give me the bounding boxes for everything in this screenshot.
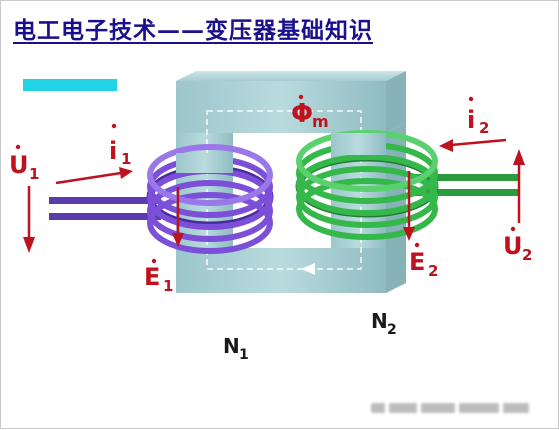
svg-text:1: 1 [121, 150, 131, 168]
svg-text:1: 1 [239, 347, 249, 363]
u2-arrow [513, 149, 525, 223]
flux-arrow-icon [301, 263, 315, 275]
core-top-yoke-side [386, 71, 406, 133]
label-e1: E 1 [144, 258, 173, 295]
primary-coil [146, 144, 274, 254]
svg-text:2: 2 [522, 246, 532, 264]
accent-bar [23, 79, 117, 91]
svg-text:2: 2 [428, 262, 438, 280]
svg-text:U: U [503, 232, 523, 260]
label-u2: U 2 [503, 226, 532, 264]
svg-text:1: 1 [163, 277, 173, 295]
secondary-leads [411, 174, 519, 196]
svg-text:N: N [223, 334, 240, 358]
label-phi-m: Φ m [291, 94, 329, 131]
svg-text:Φ: Φ [291, 99, 313, 129]
title-bar: 电工电子技术——变压器基础知识 [13, 11, 373, 51]
core-bottom-yoke [176, 248, 386, 293]
svg-text:U: U [9, 151, 29, 179]
page-title: 电工电子技术——变压器基础知识 [13, 17, 373, 44]
u1-arrow [23, 186, 35, 253]
label-e2: E 2 [409, 242, 438, 280]
primary-leads [49, 197, 161, 220]
svg-text:2: 2 [387, 322, 397, 338]
label-n1: N 1 [223, 334, 249, 363]
svg-text:2: 2 [479, 119, 489, 137]
svg-text:i: i [109, 137, 117, 165]
i2-arrow [439, 138, 507, 152]
core-top-yoke-front [176, 81, 386, 133]
svg-text:E: E [409, 248, 425, 276]
watermark-icon [371, 397, 541, 413]
core-top-yoke [176, 71, 406, 81]
label-n2: N 2 [371, 309, 397, 338]
secondary-coil [295, 130, 439, 240]
svg-text:E: E [144, 263, 160, 291]
svg-text:m: m [312, 112, 329, 131]
e1-arrow [172, 187, 184, 247]
svg-text:N: N [371, 309, 388, 333]
label-u1: U 1 [9, 144, 39, 183]
i1-arrow [55, 167, 133, 185]
label-i1: i 1 [109, 123, 131, 168]
flux-path [206, 110, 362, 270]
svg-text:1: 1 [29, 165, 39, 183]
label-i2: i 2 [467, 96, 489, 137]
e2-arrow [403, 171, 415, 241]
svg-text:i: i [467, 106, 475, 134]
